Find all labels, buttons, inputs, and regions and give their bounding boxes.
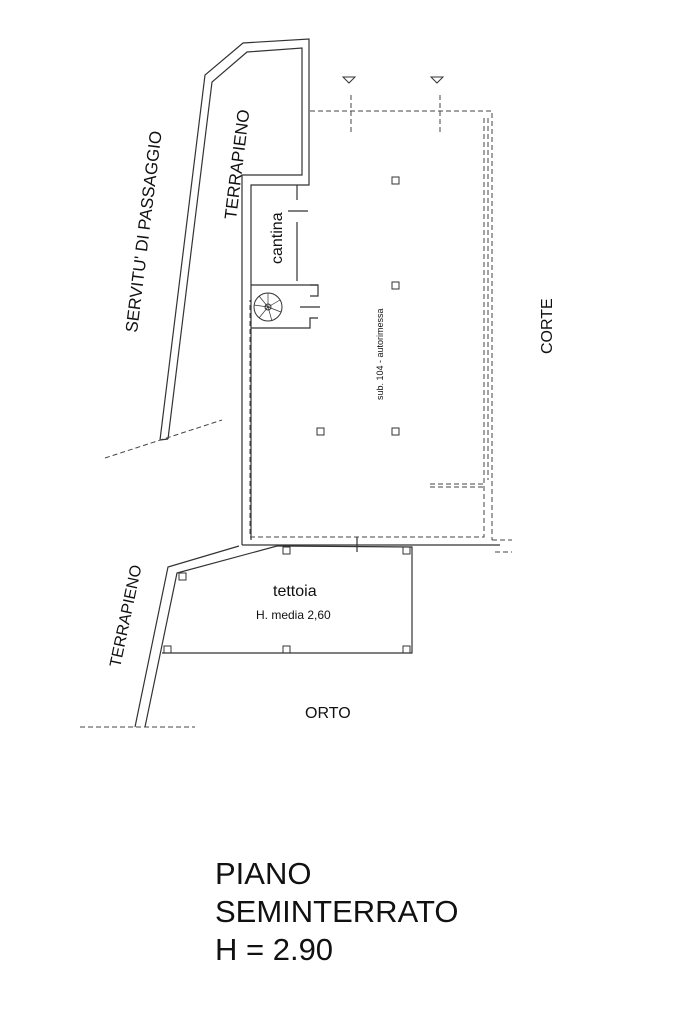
spiral-stair-steps [253,293,282,322]
column [316,427,325,436]
label-corte: CORTE [539,298,556,354]
column [282,546,291,555]
column [178,572,187,581]
column [402,645,411,654]
label-terrapieno-top: TERRAPIENO [221,108,253,220]
columns [163,176,411,654]
title-line-1: PIANO [215,856,312,891]
lower-wall-outer [134,545,240,728]
column [391,176,400,185]
column [402,546,411,555]
title-line-2: SEMINTERRATO [215,894,459,929]
label-servitu: SERVITU' DI PASSAGGIO [122,130,166,334]
retaining-wall-inner [167,47,303,545]
column [391,281,400,290]
plan-title: PIANO SEMINTERRATO H = 2.90 [215,855,458,969]
section-marker-icon [341,76,357,84]
column [163,645,172,654]
label-orto: ORTO [305,705,351,722]
section-marker-icon [429,76,445,84]
column [391,427,400,436]
garage-dashed-outline [310,110,493,540]
label-cantina: cantina [269,212,286,264]
boundary-dashed-upper [104,419,223,459]
label-tettoia-height: H. media 2,60 [256,608,331,622]
lower-wall-inner [144,545,278,728]
garage-inner-dashed [249,118,485,538]
title-line-3: H = 2.90 [215,932,334,967]
stair-wall [251,317,318,329]
label-terrapieno-bottom: TERRAPIENO [107,564,145,669]
column [282,645,291,654]
tettoia-outline [162,545,413,654]
stair-wall-2 [310,284,319,297]
label-autorimessa: sub. 104 - autorimessa [375,308,385,400]
retaining-wall-outer [159,38,310,540]
label-tettoia: tettoia [273,583,317,600]
